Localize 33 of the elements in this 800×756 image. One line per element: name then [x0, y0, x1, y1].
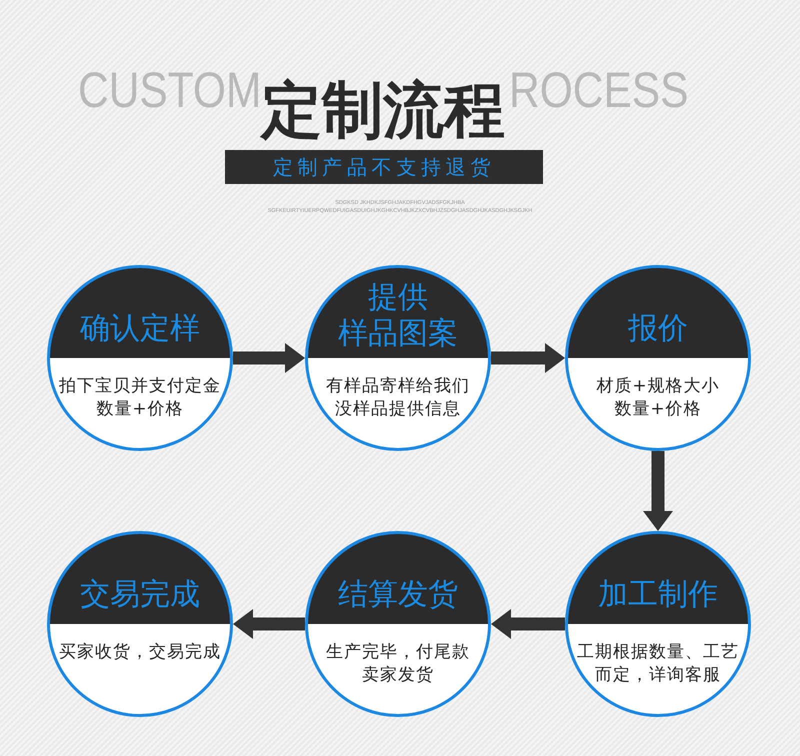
step-description: 生产完毕，付尾款 [326, 641, 470, 664]
step-circle [47, 531, 233, 717]
arrow [491, 343, 565, 373]
step-description: 买家收货，交易完成 [59, 641, 221, 664]
arrow [233, 343, 305, 373]
step-description: 拍下宝贝并支付定金 [59, 375, 221, 398]
step-description: 数量+价格 [96, 398, 184, 421]
step-description: 没样品提供信息 [335, 398, 461, 421]
step-description: 材质+规格大小 [596, 375, 720, 398]
page-title: 定制流程 [261, 78, 505, 144]
step-title: 交易完成 [80, 577, 200, 613]
banner [225, 150, 543, 184]
notice-text: 定制产品不支持退货 [272, 155, 496, 179]
step-title: 确认定样 [80, 311, 200, 347]
step-circle [565, 531, 751, 717]
arrow [233, 609, 305, 639]
step-title: 结算发货 [338, 577, 458, 613]
step-description: 卖家发货 [362, 664, 434, 687]
step-title: 提供 [368, 280, 428, 316]
step-circle [305, 531, 491, 717]
step-circle [565, 265, 751, 451]
step-description: 数量+价格 [614, 398, 702, 421]
step-circle [305, 265, 491, 451]
background-heading: CUSTOM [78, 65, 262, 115]
step-description: 工期根据数量、工艺而定，详询客服 [576, 641, 740, 687]
step-title: 加工制作 [598, 577, 718, 613]
arrow [643, 451, 673, 531]
background-heading: ROCESS [509, 65, 688, 115]
step-circle [47, 265, 233, 451]
step-description: 有样品寄样给我们 [326, 375, 470, 398]
step-title: 报价 [628, 311, 688, 347]
arrow [491, 609, 565, 639]
step-title: 样品图案 [338, 316, 458, 352]
